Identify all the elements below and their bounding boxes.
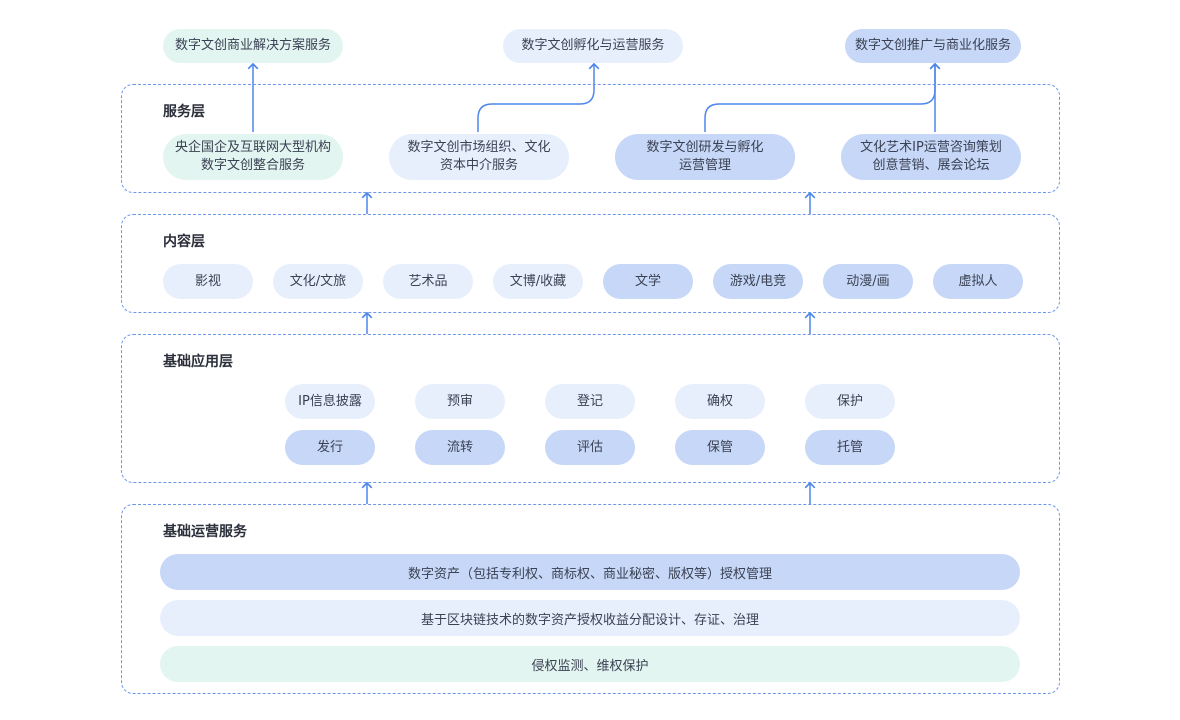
ops-bar-label: 数字资产（包括专利权、商标权、商业秘密、版权等）授权管理 [407, 566, 772, 582]
output-label: 数字文创孵化与运营服务 [521, 38, 665, 53]
service-item-line2: 运营管理 [678, 158, 731, 173]
content-item-label: 文化/文旅 [289, 273, 347, 289]
app-item-label: 登记 [576, 393, 603, 409]
service-item-rd-incubation[interactable]: 数字文创研发与孵化 运营管理 [615, 134, 795, 180]
app-item-label: IP信息披露 [298, 393, 362, 409]
content-item-museum-collection[interactable]: 文博/收藏 [493, 264, 583, 299]
output-promotion-commercialization[interactable]: 数字文创推广与商业化服务 [845, 29, 1021, 63]
app-item-ip-disclosure[interactable]: IP信息披露 [285, 384, 375, 419]
content-item-games-esports[interactable]: 游戏/电竞 [713, 264, 803, 299]
application-layer-title: 基础应用层 [163, 354, 233, 370]
service-item-line1: 文化艺术IP运营咨询策划 [860, 140, 1002, 155]
service-item-line2: 创意营销、展会论坛 [872, 158, 990, 173]
app-item-label: 托管 [836, 439, 863, 455]
operations-layer-title: 基础运营服务 [163, 524, 247, 540]
content-item-culture-tourism[interactable]: 文化/文旅 [273, 264, 363, 299]
app-item-circulation[interactable]: 流转 [415, 430, 505, 465]
service-item-line2: 数字文创整合服务 [200, 158, 305, 173]
app-item-protection[interactable]: 保护 [805, 384, 895, 419]
content-item-label: 虚拟人 [958, 273, 998, 289]
content-item-label: 游戏/电竞 [729, 273, 787, 289]
output-incubation-operation[interactable]: 数字文创孵化与运营服务 [503, 29, 683, 63]
app-item-valuation[interactable]: 评估 [545, 430, 635, 465]
service-item-line2: 资本中介服务 [439, 158, 518, 173]
content-item-animation-comics[interactable]: 动漫/画 [823, 264, 913, 299]
ops-bar-infringement-monitoring[interactable]: 侵权监测、维权保护 [160, 646, 1020, 682]
service-item-ip-consulting[interactable]: 文化艺术IP运营咨询策划 创意营销、展会论坛 [841, 134, 1021, 180]
ops-bar-blockchain-distribution[interactable]: 基于区块链技术的数字资产授权收益分配设计、存证、治理 [160, 600, 1020, 636]
output-label: 数字文创商业解决方案服务 [174, 38, 331, 53]
service-item-integration[interactable]: 央企国企及互联网大型机构 数字文创整合服务 [163, 134, 343, 180]
service-item-market-intermediary[interactable]: 数字文创市场组织、文化 资本中介服务 [389, 134, 569, 180]
content-item-label: 文博/收藏 [509, 273, 567, 289]
service-layer [121, 84, 1060, 193]
content-item-label: 艺术品 [408, 273, 448, 289]
application-layer [121, 334, 1060, 483]
arrow-service-right-a-up [704, 62, 941, 132]
content-item-label: 动漫/画 [846, 273, 890, 289]
arrow-service-center-up [477, 62, 600, 132]
app-item-label: 保管 [706, 439, 733, 455]
content-layer [121, 214, 1060, 313]
ops-bar-label: 基于区块链技术的数字资产授权收益分配设计、存证、治理 [420, 612, 759, 628]
output-label: 数字文创推广与商业化服务 [854, 38, 1011, 53]
service-layer-title: 服务层 [163, 104, 205, 120]
content-item-artwork[interactable]: 艺术品 [383, 264, 473, 299]
app-item-trusteeship[interactable]: 托管 [805, 430, 895, 465]
app-item-registration[interactable]: 登记 [545, 384, 635, 419]
operations-layer [121, 504, 1060, 694]
ops-bar-label: 侵权监测、维权保护 [531, 658, 649, 674]
content-item-literature[interactable]: 文学 [603, 264, 693, 299]
app-item-rights-confirmation[interactable]: 确权 [675, 384, 765, 419]
content-item-label: 影视 [194, 273, 221, 289]
ops-bar-authorization-management[interactable]: 数字资产（包括专利权、商标权、商业秘密、版权等）授权管理 [160, 554, 1020, 590]
content-item-film[interactable]: 影视 [163, 264, 253, 299]
content-item-virtual-human[interactable]: 虚拟人 [933, 264, 1023, 299]
service-item-line1: 央企国企及互联网大型机构 [174, 140, 331, 155]
app-item-label: 保护 [836, 393, 863, 409]
app-item-label: 确权 [706, 393, 733, 409]
app-item-label: 流转 [446, 439, 473, 455]
output-commercial-solution[interactable]: 数字文创商业解决方案服务 [163, 29, 343, 63]
app-item-label: 评估 [576, 439, 603, 455]
content-item-label: 文学 [634, 273, 661, 289]
app-item-label: 预审 [446, 393, 473, 409]
app-item-pre-review[interactable]: 预审 [415, 384, 505, 419]
service-item-line1: 数字文创市场组织、文化 [407, 140, 551, 155]
service-item-line1: 数字文创研发与孵化 [646, 140, 764, 155]
app-item-issuance[interactable]: 发行 [285, 430, 375, 465]
app-item-label: 发行 [316, 439, 343, 455]
app-item-custody[interactable]: 保管 [675, 430, 765, 465]
content-layer-title: 内容层 [163, 234, 205, 250]
